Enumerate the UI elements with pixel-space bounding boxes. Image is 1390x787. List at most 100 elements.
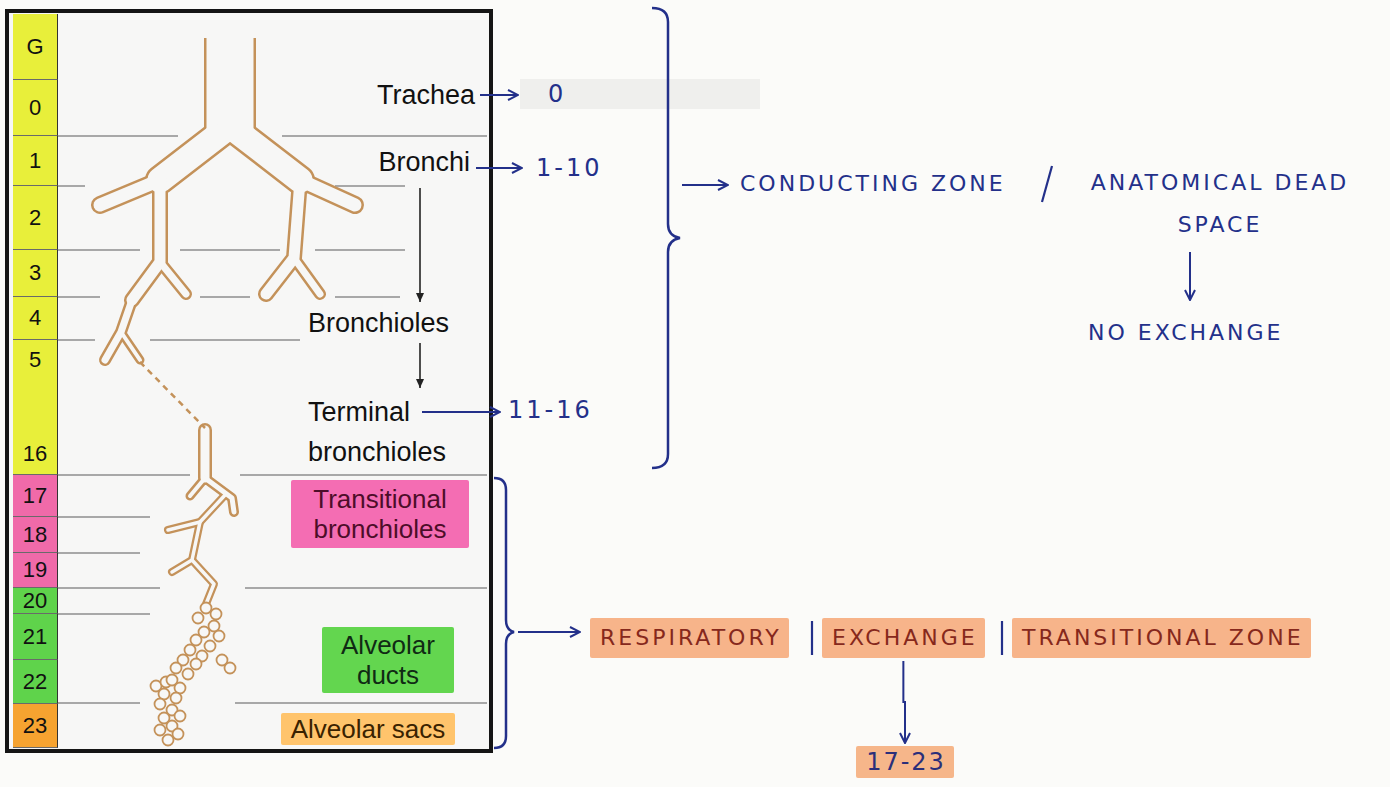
separator-stroke — [811, 621, 813, 655]
node-text: 0 — [29, 96, 41, 120]
airway-tree — [192, 560, 214, 604]
airway-tree — [160, 126, 230, 180]
node-text: Alveolar sacs — [291, 714, 446, 744]
separator-stroke — [1042, 166, 1052, 202]
airway-lumen — [230, 126, 300, 180]
node-text: G — [26, 35, 43, 59]
node-text: 2 — [29, 206, 41, 230]
node-text: 17-23 — [866, 748, 946, 776]
node-text: 19 — [23, 558, 47, 582]
flow-arrow — [903, 661, 905, 743]
generation-guide-line — [58, 136, 487, 703]
alveoli — [173, 729, 184, 740]
alveoli — [214, 631, 225, 642]
alveoli — [171, 663, 182, 674]
airway-lumen — [294, 258, 320, 294]
airway-tree — [266, 180, 300, 294]
node-text: Transitional bronchioles — [301, 484, 459, 544]
generation-cell: G — [13, 14, 58, 80]
pointer-arrow — [518, 631, 580, 633]
airway-lumen — [192, 560, 214, 604]
panel-frame — [7, 11, 491, 751]
zone-name-box: TRANSITIONAL ZONE — [1012, 618, 1311, 658]
zone-highlight: Alveolar ducts — [322, 627, 454, 693]
airway-lumen — [121, 332, 140, 360]
sequence-arrow — [419, 188, 421, 302]
node-text: 5 — [29, 348, 41, 372]
generation-range: 11-16 — [508, 396, 593, 424]
node-text: Alveolar ducts — [332, 630, 444, 690]
generation-cell: 19 — [13, 553, 58, 588]
zone-name-box: EXCHANGE — [822, 618, 985, 658]
sequence-arrow — [419, 343, 421, 388]
airway-lumen — [190, 478, 205, 496]
alveoli — [205, 641, 216, 652]
airway-lumen — [100, 180, 160, 205]
node-text: 16 — [23, 442, 47, 466]
generation-range: 0 — [548, 80, 565, 108]
airway-tree — [100, 180, 160, 205]
range-box: 17-23 — [856, 746, 954, 778]
airway-lumen — [160, 126, 230, 180]
zone-note: NO EXCHANGE — [1088, 320, 1284, 345]
alveoli — [193, 613, 204, 624]
airway-lumen — [168, 494, 226, 530]
alveoli — [171, 693, 182, 704]
zone-name: CONDUCTING ZONE — [740, 171, 1006, 196]
pointer-arrow — [682, 184, 728, 186]
airway-tree — [121, 332, 140, 360]
pointer-arrow — [476, 167, 522, 169]
generation-cell: 4 — [13, 297, 58, 340]
generation-range: 1-10 — [536, 154, 602, 182]
zone-highlight: Alveolar sacs — [281, 713, 456, 745]
node-text: 22 — [23, 670, 47, 694]
zone-bracket — [652, 8, 680, 468]
alveoli — [155, 699, 166, 710]
airway-name: Bronchioles — [308, 308, 449, 339]
node-text: 3 — [29, 261, 41, 285]
node-text: RESPIRATORY — [600, 624, 782, 652]
generation-cell: 21 — [13, 614, 58, 660]
pointer-arrow — [1189, 252, 1191, 300]
airway-lumen — [160, 262, 186, 294]
pointer-arrow — [422, 95, 1190, 632]
separator-stroke — [812, 166, 1052, 655]
airway-lumen — [201, 430, 210, 478]
separator-stroke — [1001, 621, 1003, 655]
node-text: 18 — [23, 523, 47, 547]
alveoli — [155, 725, 166, 736]
alveoli — [185, 645, 196, 656]
zone-bracket — [494, 478, 514, 748]
airway-lumen — [205, 478, 234, 512]
airway-tree — [198, 430, 212, 478]
node-text: 4 — [29, 306, 41, 330]
generation-cell: 0 — [13, 80, 58, 136]
airway-tree — [300, 180, 355, 205]
airway-tree — [160, 262, 186, 294]
node-text: 23 — [23, 714, 47, 738]
tape-strip — [520, 79, 760, 109]
generation-cell: 22 — [13, 660, 58, 704]
pointer-arrow — [422, 411, 500, 413]
generation-cell: 2 — [13, 186, 58, 250]
alveoli — [175, 711, 186, 722]
node-text: TRANSITIONAL ZONE — [1022, 624, 1304, 652]
generation-cell: 23 — [13, 704, 58, 748]
airway-lumen — [105, 300, 132, 360]
airway-tree — [294, 258, 320, 294]
alveoli — [225, 663, 236, 674]
alveoli — [151, 603, 236, 746]
generation-cell: 17 — [13, 475, 58, 517]
alveoli — [191, 635, 202, 646]
alveoli — [191, 659, 202, 670]
generation-cell: 3 — [13, 250, 58, 297]
airway-tree — [190, 478, 205, 496]
node-text: EXCHANGE — [832, 624, 978, 652]
zone-name: ANATOMICAL DEAD SPACE — [1070, 162, 1370, 246]
generation-cell: 1 — [13, 136, 58, 186]
airway-tree — [230, 126, 300, 180]
node-text: 21 — [23, 625, 47, 649]
generation-cell: 20 — [13, 588, 58, 614]
